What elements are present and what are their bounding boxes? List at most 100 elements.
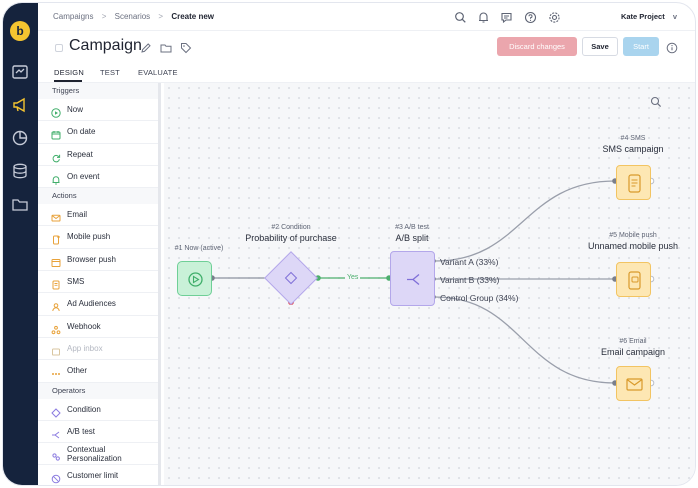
tag-icon[interactable] bbox=[180, 41, 192, 54]
sms-icon bbox=[628, 174, 641, 193]
page-title[interactable]: Campaign bbox=[69, 37, 142, 54]
browser-push-icon bbox=[51, 255, 61, 267]
database-icon[interactable] bbox=[11, 162, 29, 180]
limit-icon bbox=[51, 471, 61, 484]
palette-item-condition[interactable]: Condition bbox=[38, 399, 158, 421]
palette-item-label: Mobile push bbox=[67, 232, 111, 242]
ab-test-icon bbox=[407, 274, 420, 285]
help-icon[interactable] bbox=[524, 11, 537, 24]
node-step-label: #5 Mobile push bbox=[609, 232, 657, 239]
palette-item-on-date[interactable]: On date bbox=[38, 121, 158, 144]
nav-rail: b bbox=[3, 3, 38, 485]
palette-item-label: App inbox bbox=[67, 343, 103, 353]
node-caption-ab: #3 A/B test A/B split bbox=[395, 224, 429, 243]
palette-item-repeat[interactable]: Repeat bbox=[38, 144, 158, 166]
palette-item-label: On date bbox=[67, 127, 96, 137]
node-title: SMS campaign bbox=[602, 144, 664, 154]
mobile-push-icon bbox=[628, 271, 641, 290]
calendar-icon bbox=[51, 127, 61, 140]
active-tab-indicator bbox=[54, 80, 82, 82]
palette-item-mobile-push[interactable]: Mobile push bbox=[38, 226, 158, 249]
palette-item-label: Customer limit bbox=[67, 471, 119, 481]
node-palette: Triggers Now On date Repeat On event Act… bbox=[38, 83, 161, 485]
palette-item-label: Condition bbox=[67, 404, 101, 414]
palette-item-label: Webhook bbox=[67, 321, 101, 331]
section-triggers: Triggers bbox=[38, 83, 158, 99]
palette-item-label: Ad Audiences bbox=[67, 299, 116, 309]
node-email[interactable] bbox=[616, 366, 651, 401]
chevron-down-icon: v bbox=[672, 12, 677, 21]
search-icon[interactable] bbox=[454, 11, 467, 24]
dots-icon bbox=[51, 366, 61, 376]
variant-b-label: Variant B (33%) bbox=[440, 275, 500, 285]
node-title: A/B split bbox=[395, 233, 429, 243]
palette-item-contextual-personalization[interactable]: Contextual Personalization bbox=[38, 443, 158, 466]
section-operators: Operators bbox=[38, 382, 158, 399]
node-caption-now: #1 Now (active) bbox=[175, 245, 224, 252]
palette-item-label: A/B test bbox=[67, 426, 96, 436]
project-name: Kate Project bbox=[620, 12, 665, 21]
palette-item-now[interactable]: Now bbox=[38, 99, 158, 122]
node-title: Unnamed mobile push bbox=[587, 241, 679, 251]
palette-item-ab-test[interactable]: A/B test bbox=[38, 421, 158, 444]
palette-item-ad-audiences[interactable]: Ad Audiences bbox=[38, 293, 158, 316]
node-caption-push: #5 Mobile push Unnamed mobile push bbox=[588, 232, 678, 251]
tab-design[interactable]: DESIGN bbox=[54, 68, 84, 77]
palette-item-browser-push[interactable]: Browser push bbox=[38, 249, 158, 272]
node-mobile-push[interactable] bbox=[616, 262, 651, 297]
folder-icon[interactable] bbox=[11, 195, 29, 213]
folder-icon[interactable] bbox=[160, 41, 172, 53]
discard-changes-button[interactable]: Discard changes bbox=[497, 37, 577, 56]
palette-item-label: Repeat bbox=[67, 149, 93, 159]
tab-evaluate[interactable]: EVALUATE bbox=[138, 68, 178, 77]
palette-item-label: Email bbox=[67, 210, 88, 220]
node-sms[interactable] bbox=[616, 165, 651, 200]
personalization-icon bbox=[51, 449, 61, 461]
analytics-pie-icon[interactable] bbox=[11, 129, 29, 147]
project-switcher[interactable]: Kate Project v bbox=[621, 12, 677, 21]
palette-item-on-event[interactable]: On event bbox=[38, 166, 158, 189]
settings-icon[interactable] bbox=[548, 11, 561, 24]
sms-icon bbox=[51, 277, 61, 290]
campaign-grid-icon[interactable] bbox=[11, 63, 29, 81]
play-circle-icon bbox=[188, 272, 203, 287]
condition-icon bbox=[284, 271, 298, 285]
palette-item-email[interactable]: Email bbox=[38, 204, 158, 227]
save-button[interactable]: Save bbox=[582, 37, 618, 56]
palette-item-other[interactable]: Other bbox=[38, 360, 158, 383]
info-icon[interactable] bbox=[666, 41, 678, 54]
node-caption-sms: #4 SMS SMS campaign bbox=[602, 135, 663, 154]
envelope-icon bbox=[626, 378, 643, 391]
audience-icon bbox=[51, 299, 61, 312]
node-now-trigger[interactable] bbox=[177, 261, 212, 296]
palette-item-sms[interactable]: SMS bbox=[38, 271, 158, 294]
control-group-label: Control Group (34%) bbox=[440, 293, 519, 303]
breadcrumb-current: Create new bbox=[171, 12, 215, 21]
palette-item-label: Other bbox=[67, 366, 88, 376]
select-checkbox[interactable] bbox=[55, 44, 63, 52]
palette-item-label: Contextual Personalization bbox=[67, 445, 122, 463]
repeat-icon bbox=[51, 150, 61, 162]
top-bar: Campaigns > Scenarios > Create new bbox=[38, 3, 695, 31]
bell-icon[interactable] bbox=[477, 11, 490, 24]
node-ab-test[interactable] bbox=[390, 251, 435, 306]
webhook-icon bbox=[51, 322, 61, 334]
megaphone-icon[interactable] bbox=[11, 96, 29, 114]
tab-bar: DESIGN TEST EVALUATE bbox=[38, 63, 695, 83]
breadcrumb-campaigns[interactable]: Campaigns bbox=[53, 12, 94, 21]
palette-item-webhook[interactable]: Webhook bbox=[38, 316, 158, 338]
edit-pencil-icon[interactable] bbox=[140, 41, 152, 53]
bell-icon bbox=[51, 172, 61, 185]
chat-icon[interactable] bbox=[500, 11, 513, 24]
node-title: Email campaign bbox=[600, 347, 666, 357]
start-button[interactable]: Start bbox=[623, 37, 659, 56]
node-step-label: #1 Now (active) bbox=[174, 245, 224, 252]
breadcrumb-scenarios[interactable]: Scenarios bbox=[114, 12, 151, 21]
section-actions: Actions bbox=[38, 188, 158, 205]
breadcrumb-separator: > bbox=[158, 12, 164, 21]
app-logo[interactable]: b bbox=[10, 21, 30, 41]
palette-item-customer-limit[interactable]: Customer limit bbox=[38, 465, 158, 485]
zoom-search-icon[interactable] bbox=[650, 95, 662, 108]
tab-test[interactable]: TEST bbox=[100, 68, 120, 77]
